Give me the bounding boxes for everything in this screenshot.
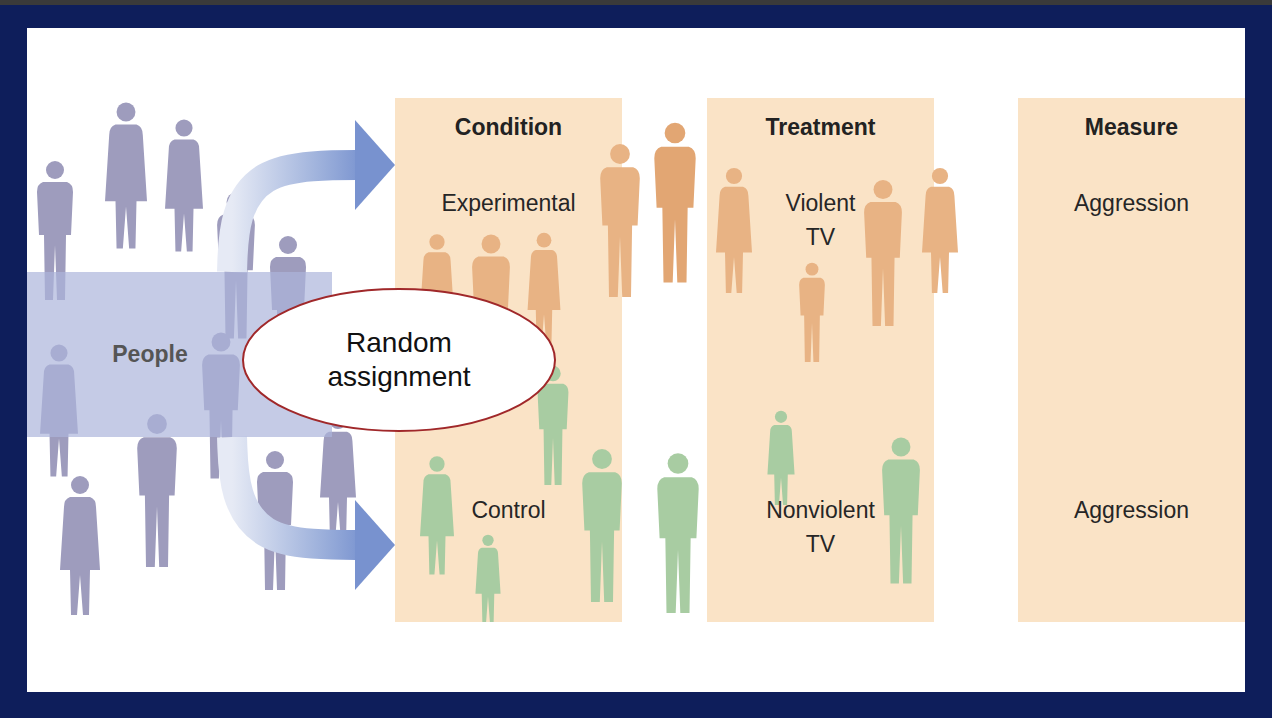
person-figure (420, 456, 454, 574)
text-slot: Control (395, 493, 622, 527)
random-assignment-ellipse: Random assignment (242, 288, 556, 432)
ellipse-outline (242, 288, 556, 432)
ellipse-shape (243, 289, 555, 431)
text-slot: Random assignment (242, 326, 556, 394)
panel-fill (707, 98, 934, 622)
text-slot: Aggression (1018, 186, 1245, 220)
person-figure (799, 263, 825, 362)
panel-fill (1018, 98, 1245, 622)
treatment-panel: TreatmentViolent TV Nonviolent TV (707, 98, 934, 622)
condition-label: Control (471, 493, 545, 527)
person-figure (882, 438, 920, 584)
text-slot: Nonviolent TV (707, 493, 934, 561)
person-figure (654, 123, 695, 283)
text-slot: Experimental (395, 186, 622, 220)
text-slot: Aggression (1018, 493, 1245, 527)
person-figure (165, 119, 203, 251)
column-heading: Measure (1085, 110, 1178, 144)
text-slot: Violent TV (707, 186, 934, 254)
text-slot: Condition (395, 110, 622, 144)
person-figure (475, 535, 500, 622)
person-figure (105, 103, 147, 249)
group-label: People (112, 337, 187, 371)
assignment-arrow (232, 437, 365, 545)
assignment-arrow (232, 165, 365, 272)
person-figure (767, 411, 794, 505)
column-heading: Treatment (766, 110, 876, 144)
measure-label: Aggression (1074, 493, 1189, 527)
top-strip (0, 0, 1272, 5)
person-figure (582, 449, 622, 602)
condition-panel: ConditionExperimentalControl (395, 98, 622, 622)
text-slot: Measure (1018, 110, 1245, 144)
slide-ground (27, 28, 1245, 692)
text-slot: Treatment (707, 110, 934, 144)
treatment-label: Violent TV (786, 186, 856, 254)
column-heading: Condition (455, 110, 562, 144)
condition-label: Experimental (441, 186, 575, 220)
person-figure (716, 168, 752, 293)
measure-label: Aggression (1074, 186, 1189, 220)
process-label: Random assignment (327, 326, 470, 394)
treatment-label: Nonviolent TV (766, 493, 875, 561)
person-figure (600, 144, 640, 297)
measure-panel: MeasureAggressionAggression (1018, 98, 1245, 622)
person-figure (657, 453, 698, 613)
person-figure (60, 476, 100, 615)
person-figure (864, 180, 902, 326)
person-figure (922, 168, 958, 293)
person-figure (137, 414, 177, 567)
